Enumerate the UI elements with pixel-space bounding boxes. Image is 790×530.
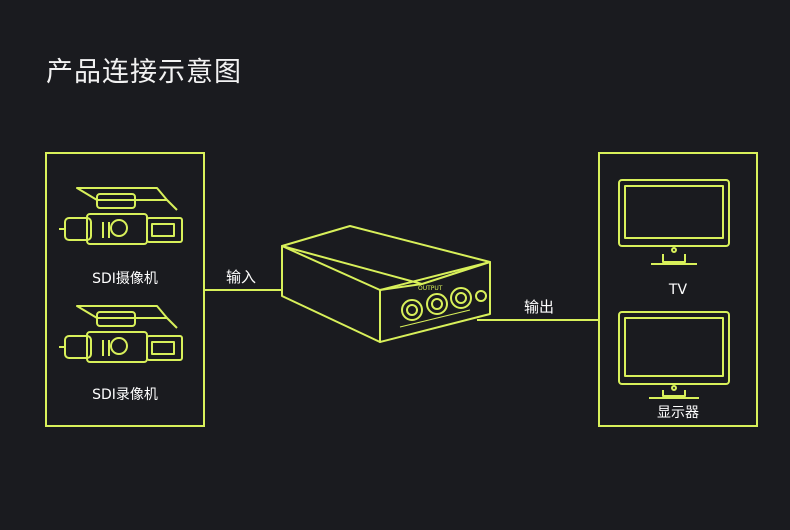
video-camera-icon (59, 305, 183, 363)
page-title: 产品连接示意图 (46, 57, 242, 88)
video-camera-icon (59, 187, 183, 245)
monitor-icon (618, 311, 730, 399)
monitor-icon (618, 179, 730, 265)
output-label: 输出 (524, 298, 555, 316)
display-label-monitor: 显示器 (657, 405, 699, 421)
source-label-camera: SDI摄像机 (92, 271, 158, 287)
display-label-tv: TV (668, 282, 688, 298)
device-panel-text: OUTPUT (418, 285, 443, 292)
input-label: 输入 (226, 268, 257, 286)
display-device-box: TV 显示器 (598, 152, 758, 427)
source-label-recorder: SDI录像机 (92, 387, 158, 403)
converter-device-icon (281, 225, 491, 343)
source-device-box: SDI摄像机 SDI录像机 (45, 152, 205, 427)
